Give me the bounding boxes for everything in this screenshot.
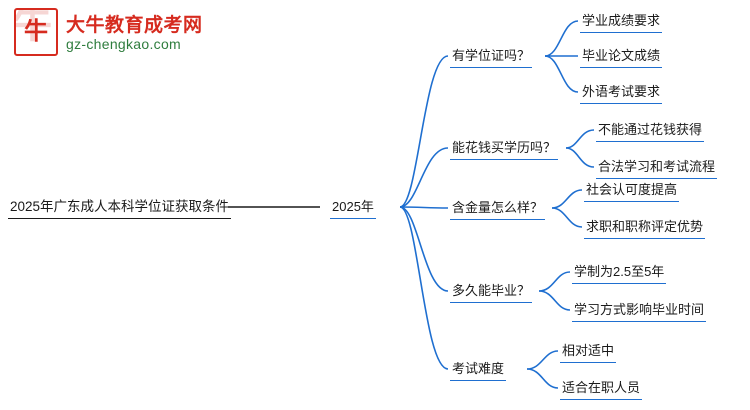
site-logo: 牛 牛 大牛教育成考网 gz-chengkao.com (14, 8, 202, 58)
logo-ghost-char: 牛 (14, 8, 52, 46)
node-center[interactable]: 2025年 (330, 197, 376, 219)
node-branch-1-label: 有学位证吗？ (450, 46, 533, 68)
node-branch-1[interactable]: 有学位证吗？ (450, 46, 533, 68)
node-branch-5-label: 考试难度 (450, 359, 507, 381)
node-branch-3-label: 含金量怎么样？ (450, 198, 546, 220)
node-leaf-2-1-label: 不能通过花钱获得 (596, 120, 705, 142)
node-root-label: 2025年广东成人本科学位证获取条件 (8, 197, 232, 220)
node-leaf-5-1-label: 相对适中 (560, 341, 617, 363)
node-leaf-4-1[interactable]: 学制为2.5至5年 (572, 262, 667, 284)
node-branch-4-label: 多久能毕业？ (450, 281, 533, 303)
node-leaf-4-2-label: 学习方式影响毕业时间 (572, 300, 707, 322)
node-center-label: 2025年 (330, 197, 376, 219)
node-leaf-1-1-label: 学业成绩要求 (580, 11, 663, 33)
node-branch-2[interactable]: 能花钱买学历吗？ (450, 138, 559, 160)
node-leaf-3-1[interactable]: 社会认可度提高 (584, 180, 680, 202)
logo-bull-char: 牛 (24, 19, 48, 45)
node-leaf-2-1[interactable]: 不能通过花钱获得 (596, 120, 705, 142)
logo-mark-icon: 牛 牛 (14, 8, 58, 56)
node-leaf-2-2[interactable]: 合法学习和考试流程 (596, 157, 718, 179)
node-leaf-2-2-label: 合法学习和考试流程 (596, 157, 718, 179)
node-leaf-1-1[interactable]: 学业成绩要求 (580, 11, 663, 33)
node-branch-3[interactable]: 含金量怎么样？ (450, 198, 546, 220)
node-leaf-1-2[interactable]: 毕业论文成绩 (580, 46, 663, 68)
node-leaf-5-2-label: 适合在职人员 (560, 378, 643, 400)
node-leaf-3-2-label: 求职和职称评定优势 (584, 217, 706, 239)
node-branch-4[interactable]: 多久能毕业？ (450, 281, 533, 303)
node-branch-2-label: 能花钱买学历吗？ (450, 138, 559, 160)
node-leaf-5-2[interactable]: 适合在职人员 (560, 378, 643, 400)
node-leaf-3-2[interactable]: 求职和职称评定优势 (584, 217, 706, 239)
node-leaf-3-1-label: 社会认可度提高 (584, 180, 680, 202)
node-leaf-5-1[interactable]: 相对适中 (560, 341, 617, 363)
node-root[interactable]: 2025年广东成人本科学位证获取条件 (8, 197, 232, 220)
logo-title: 大牛教育成考网 (66, 15, 203, 36)
node-leaf-1-3[interactable]: 外语考试要求 (580, 82, 663, 104)
node-leaf-4-2[interactable]: 学习方式影响毕业时间 (572, 300, 707, 322)
node-leaf-1-3-label: 外语考试要求 (580, 82, 663, 104)
node-leaf-4-1-label: 学制为2.5至5年 (572, 262, 667, 284)
node-branch-5[interactable]: 考试难度 (450, 359, 507, 381)
logo-subtitle: gz-chengkao.com (66, 36, 182, 52)
node-leaf-1-2-label: 毕业论文成绩 (580, 46, 663, 68)
